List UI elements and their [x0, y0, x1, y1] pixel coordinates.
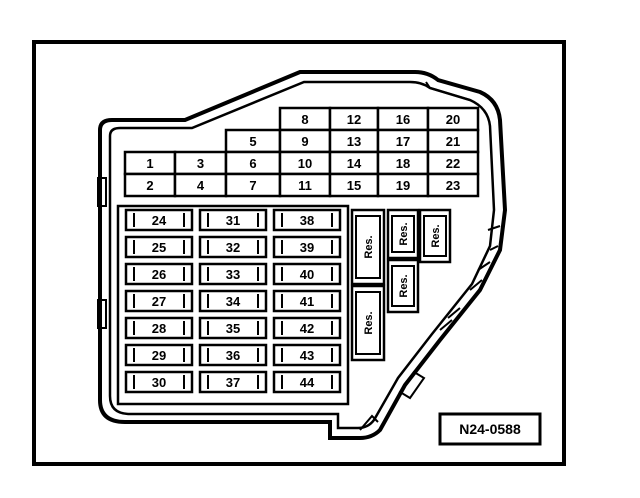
fuse-number: 34 — [226, 294, 241, 309]
fuse-number: 31 — [226, 213, 240, 228]
fuse-number: 29 — [152, 348, 166, 363]
fuse-number: 30 — [152, 375, 166, 390]
relay-slot — [355, 291, 381, 355]
fuse-slot — [272, 289, 342, 313]
grid-fuse-number: 23 — [446, 178, 460, 193]
fuse-number: 41 — [300, 294, 314, 309]
relay-label: Res. — [398, 222, 410, 245]
grid-fuse-number: 8 — [301, 112, 308, 127]
fuse-number: 25 — [152, 240, 166, 255]
fuse-slot — [198, 343, 268, 367]
fuse-block-outline — [116, 204, 350, 406]
fuse-number: 37 — [226, 375, 240, 390]
grid-fuse-number: 4 — [197, 178, 205, 193]
fuse-number: 33 — [226, 267, 240, 282]
fuse-number: 35 — [226, 321, 240, 336]
grid-fuse-number: 10 — [298, 156, 312, 171]
relay-area: Res. Res. Res. Res. Res. — [350, 208, 452, 362]
relay-slot — [391, 215, 415, 253]
fuse-slot — [124, 235, 194, 259]
fuse-number: 38 — [300, 213, 314, 228]
grid-fuse-number: 5 — [249, 134, 256, 149]
fuse-number: 40 — [300, 267, 314, 282]
fuse-slot — [198, 208, 268, 232]
grid-fuse-number: 6 — [249, 156, 256, 171]
fuse-slot — [198, 370, 268, 394]
grid-fuse-number: 3 — [197, 156, 204, 171]
grid-cell — [426, 172, 480, 198]
grid-fuse-number: 7 — [249, 178, 256, 193]
fuse-number: 42 — [300, 321, 314, 336]
grid-fuse-number: 9 — [301, 134, 308, 149]
fuse-slot — [124, 262, 194, 286]
fuse-slot — [124, 370, 194, 394]
fuse-slot — [272, 343, 342, 367]
fuse-number: 43 — [300, 348, 314, 363]
grid-fuse-number: 20 — [446, 112, 460, 127]
fuse-slot — [124, 208, 194, 232]
relay-slot — [355, 215, 381, 279]
fuse-slot — [272, 235, 342, 259]
fuse-number: 26 — [152, 267, 166, 282]
grid-fuse-number: 2 — [146, 178, 153, 193]
grid-fuse-number: 1 — [146, 156, 153, 171]
fuse-slot — [124, 289, 194, 313]
relay-label: Res. — [363, 311, 375, 334]
relay-label: Res. — [430, 224, 442, 247]
relay-label: Res. — [398, 274, 410, 297]
grid-fuse-number: 11 — [298, 178, 312, 193]
grid-fuse-number: 18 — [396, 156, 410, 171]
fuse-slot — [198, 262, 268, 286]
fuse-number: 32 — [226, 240, 240, 255]
grid-fuse-number: 15 — [347, 178, 361, 193]
fuse-slot — [272, 262, 342, 286]
figure-code: N24-0588 — [459, 421, 521, 437]
fuse-number: 44 — [300, 375, 315, 390]
relay-slot — [423, 215, 447, 257]
fuse-number: 39 — [300, 240, 314, 255]
grid-fuse-number: 17 — [396, 134, 410, 149]
grid-fuse-number: 19 — [396, 178, 410, 193]
relay-slot — [391, 265, 415, 307]
figure-code-box: N24-0588 — [438, 412, 542, 446]
grid-fuse-number: 16 — [396, 112, 410, 127]
fuse-number: 28 — [152, 321, 166, 336]
fuse-number: 27 — [152, 294, 166, 309]
fuse-slot — [124, 316, 194, 340]
grid-fuse-number: 22 — [446, 156, 460, 171]
fuse-number: 24 — [152, 213, 167, 228]
grid-fuse-number: 12 — [347, 112, 361, 127]
fuse-number: 36 — [226, 348, 240, 363]
grid-fuse-number: 14 — [347, 156, 362, 171]
grid-fuse-number: 13 — [347, 134, 361, 149]
fuse-slot — [198, 316, 268, 340]
fuse-box-housing — [97, 70, 508, 440]
lower-fuse-block: 24 25 26 27 28 29 30 31 32 33 34 35 36 37 38 39 40 41 42 43… — [116, 204, 350, 406]
fuse-slot — [198, 289, 268, 313]
fuse-slot — [124, 343, 194, 367]
relay-label: Res. — [363, 235, 375, 258]
fuse-slot — [272, 208, 342, 232]
fuse-slot — [272, 370, 342, 394]
fuse-slot — [272, 316, 342, 340]
fuse-slot — [198, 235, 268, 259]
grid-fuse-number: 21 — [446, 134, 460, 149]
